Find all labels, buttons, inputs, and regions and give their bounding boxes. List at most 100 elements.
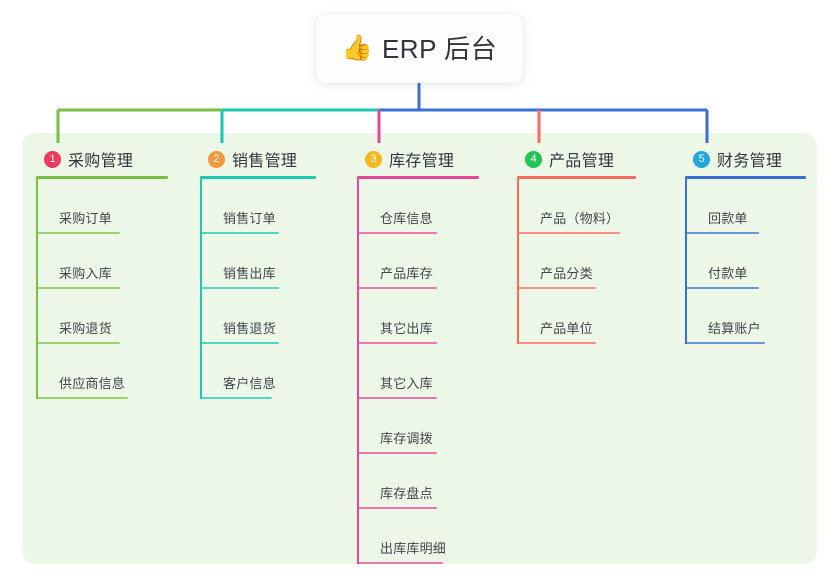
leaf-node[interactable]: 库存调拨	[357, 399, 521, 454]
branch-underline	[685, 176, 806, 179]
leaf-node-label: 客户信息	[223, 376, 276, 391]
leaf-node[interactable]: 采购退货	[36, 289, 200, 344]
leaf-underline	[357, 452, 437, 454]
leaf-node-label: 采购入库	[59, 266, 112, 281]
leaf-node[interactable]: 回款单	[685, 179, 839, 234]
leaf-node-label: 出库库明细	[380, 541, 447, 556]
branch-vertical-connector	[517, 179, 519, 344]
leaf-node-label: 其它入库	[380, 376, 433, 391]
leaf-node-label: 销售退货	[223, 321, 276, 336]
leaf-underline	[36, 287, 120, 289]
leaf-node-label: 采购订单	[59, 211, 112, 226]
leaf-underline	[517, 342, 596, 344]
leaf-node[interactable]: 产品单位	[517, 289, 681, 344]
leaf-node-label: 产品单位	[540, 321, 593, 336]
branch-header-3[interactable]: 3 库存管理	[357, 133, 521, 179]
leaf-node-label: 产品（物料）	[540, 211, 620, 226]
leaf-underline	[200, 397, 272, 399]
leaf-node[interactable]: 其它出库	[357, 289, 521, 344]
branch-header-2[interactable]: 2 销售管理	[200, 133, 364, 179]
leaf-underline	[517, 232, 620, 234]
branch-vertical-connector	[685, 179, 687, 344]
leaf-node[interactable]: 其它入库	[357, 344, 521, 399]
branch-leaf-list: 产品（物料） 产品分类产品单位	[517, 179, 681, 344]
leaf-node-label: 库存调拨	[380, 431, 433, 446]
branch-underline	[36, 176, 168, 179]
leaf-underline	[357, 397, 437, 399]
leaf-node[interactable]: 付款单	[685, 234, 839, 289]
branch-header-4[interactable]: 4 产品管理	[517, 133, 681, 179]
branch-number-badge: 3	[365, 150, 382, 168]
branch-number-badge: 5	[693, 150, 710, 168]
leaf-node[interactable]: 产品库存	[357, 234, 521, 289]
leaf-underline	[200, 232, 279, 234]
branch-vertical-connector	[36, 179, 38, 399]
leaf-node-label: 其它出库	[380, 321, 433, 336]
leaf-underline	[36, 232, 120, 234]
leaf-node-label: 销售出库	[223, 266, 276, 281]
leaf-node[interactable]: 产品（物料）	[517, 179, 681, 234]
branch-columns: 1 采购管理采购订单采购入库采购退货供应商信息 2 销售管理销售订单销售出库销售退货客…	[22, 133, 817, 564]
root-node[interactable]: 👍 ERP 后台	[316, 14, 523, 83]
leaf-node[interactable]: 采购入库	[36, 234, 200, 289]
leaf-underline	[36, 397, 128, 399]
leaf-node-label: 回款单	[708, 211, 748, 226]
leaf-node[interactable]: 仓库信息	[357, 179, 521, 234]
leaf-underline	[200, 287, 279, 289]
branch-title: 库存管理	[389, 153, 455, 170]
branch-vertical-connector	[200, 179, 202, 399]
leaf-node[interactable]: 销售出库	[200, 234, 364, 289]
branch-column-产品管理: 4 产品管理产品（物料） 产品分类产品单位	[517, 133, 681, 344]
leaf-node[interactable]: 客户信息	[200, 344, 364, 399]
leaf-node[interactable]: 采购订单	[36, 179, 200, 234]
root-node-content: 👍 ERP 后台	[342, 29, 497, 66]
leaf-underline	[357, 507, 437, 509]
branch-number-badge: 1	[44, 150, 61, 168]
leaf-node[interactable]: 销售退货	[200, 289, 364, 344]
leaf-node-label: 付款单	[708, 266, 748, 281]
leaf-underline	[685, 232, 759, 234]
branch-leaf-list: 回款单付款单结算账户	[685, 179, 839, 344]
leaf-node[interactable]: 结算账户	[685, 289, 839, 344]
branch-header-row: 1 采购管理	[36, 133, 200, 171]
branch-underline	[200, 176, 316, 179]
leaf-node[interactable]: 供应商信息	[36, 344, 200, 399]
branch-column-财务管理: 5 财务管理回款单付款单结算账户	[685, 133, 839, 344]
branch-title: 销售管理	[232, 153, 298, 170]
branch-leaf-list: 销售订单销售出库销售退货客户信息	[200, 179, 364, 399]
leaf-underline	[357, 562, 443, 564]
branch-column-库存管理: 3 库存管理仓库信息产品库存其它出库其它入库库存调拨库存盘点出库库明细	[357, 133, 521, 564]
branch-header-row: 3 库存管理	[357, 133, 521, 171]
branch-title: 产品管理	[549, 153, 615, 170]
leaf-node[interactable]: 库存盘点	[357, 454, 521, 509]
branch-underline	[517, 176, 636, 179]
leaf-underline	[685, 287, 759, 289]
branch-title: 财务管理	[717, 153, 783, 170]
thumbs-up-icon: 👍	[341, 33, 373, 62]
leaf-node[interactable]: 出库库明细	[357, 509, 521, 564]
branch-header-row: 2 销售管理	[200, 133, 364, 171]
branch-header-5[interactable]: 5 财务管理	[685, 133, 839, 179]
leaf-node[interactable]: 销售订单	[200, 179, 364, 234]
branch-number-badge: 2	[208, 150, 225, 168]
branch-header-row: 4 产品管理	[517, 133, 681, 171]
branch-header-1[interactable]: 1 采购管理	[36, 133, 200, 179]
leaf-node[interactable]: 产品分类	[517, 234, 681, 289]
leaf-node-label: 采购退货	[59, 321, 112, 336]
branch-column-销售管理: 2 销售管理销售订单销售出库销售退货客户信息	[200, 133, 364, 399]
leaf-underline	[200, 342, 279, 344]
root-node-label: ERP 后台	[381, 34, 498, 64]
branches-panel	[22, 133, 817, 564]
branch-number-badge: 4	[525, 150, 542, 168]
branch-vertical-connector	[357, 179, 359, 564]
leaf-underline	[357, 342, 437, 344]
leaf-node-label: 仓库信息	[380, 211, 433, 226]
leaf-underline	[517, 287, 596, 289]
leaf-node-label: 库存盘点	[380, 486, 433, 501]
leaf-underline	[685, 342, 765, 344]
leaf-underline	[36, 342, 120, 344]
leaf-underline	[357, 232, 437, 234]
branch-header-row: 5 财务管理	[685, 133, 839, 171]
branch-title: 采购管理	[68, 153, 134, 170]
branch-column-采购管理: 1 采购管理采购订单采购入库采购退货供应商信息	[36, 133, 200, 399]
